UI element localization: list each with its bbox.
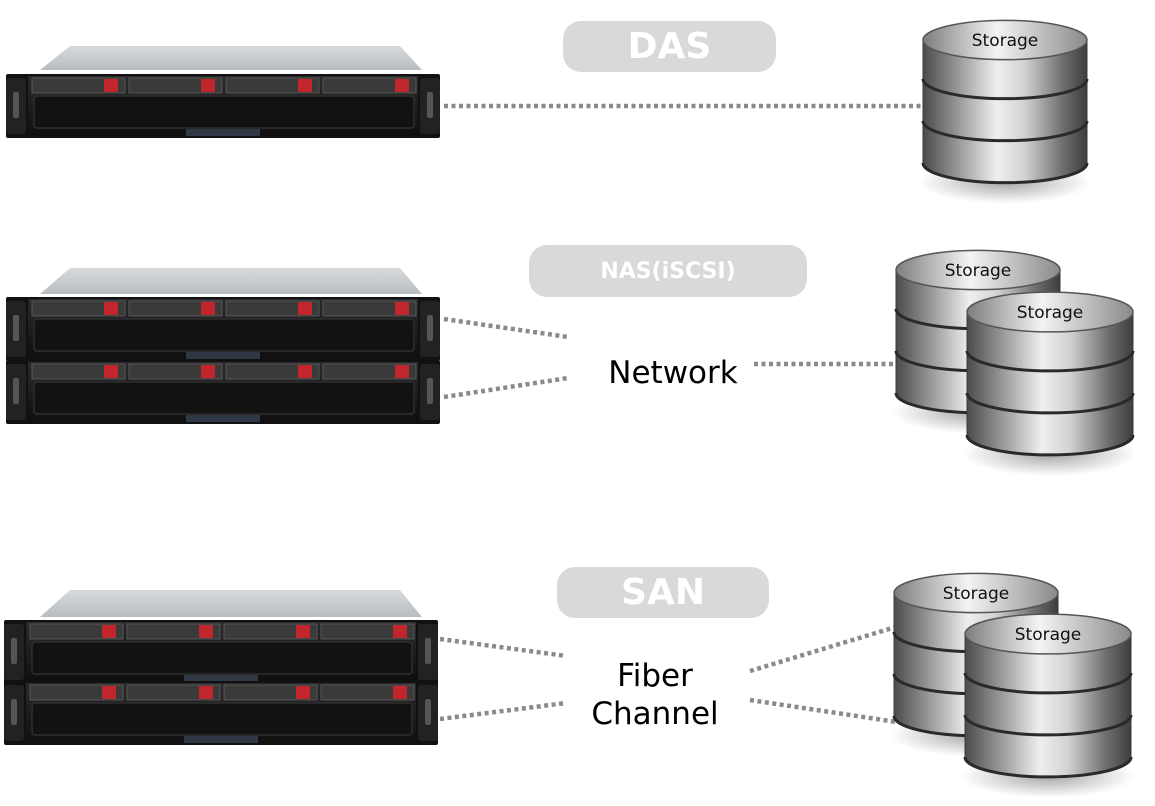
nas-servers	[5, 268, 441, 425]
nas-storage-cylinder-front: Storage	[962, 291, 1138, 476]
san-link-server2	[439, 700, 567, 722]
san-link-server1	[439, 636, 567, 659]
san-link-storage1	[749, 623, 900, 674]
fiber-channel-line2: Channel	[591, 696, 719, 732]
nas-link-server2	[443, 375, 569, 400]
fiber-channel-line1: Fiber	[617, 658, 693, 694]
storage-label: Storage	[943, 584, 1010, 604]
connection-lines	[439, 103, 971, 736]
san-servers	[3, 590, 439, 746]
nas-title-pill: NAS(iSCSI)	[529, 245, 807, 297]
fiber-channel-label: Fiber Channel	[570, 657, 740, 733]
das-server	[5, 46, 441, 139]
storage-label: Storage	[1015, 625, 1082, 645]
san-title-pill: SAN	[557, 567, 769, 618]
network-label: Network	[608, 355, 738, 391]
san-storage-cylinder-front: Storage	[960, 613, 1136, 798]
storage-label: Storage	[945, 261, 1012, 281]
das-title-pill: DAS	[563, 21, 776, 72]
storage-label: Storage	[972, 31, 1039, 51]
nas-link-server1	[443, 316, 569, 340]
storage-label: Storage	[1017, 303, 1084, 323]
das-storage-cylinder: Storage	[918, 19, 1092, 204]
